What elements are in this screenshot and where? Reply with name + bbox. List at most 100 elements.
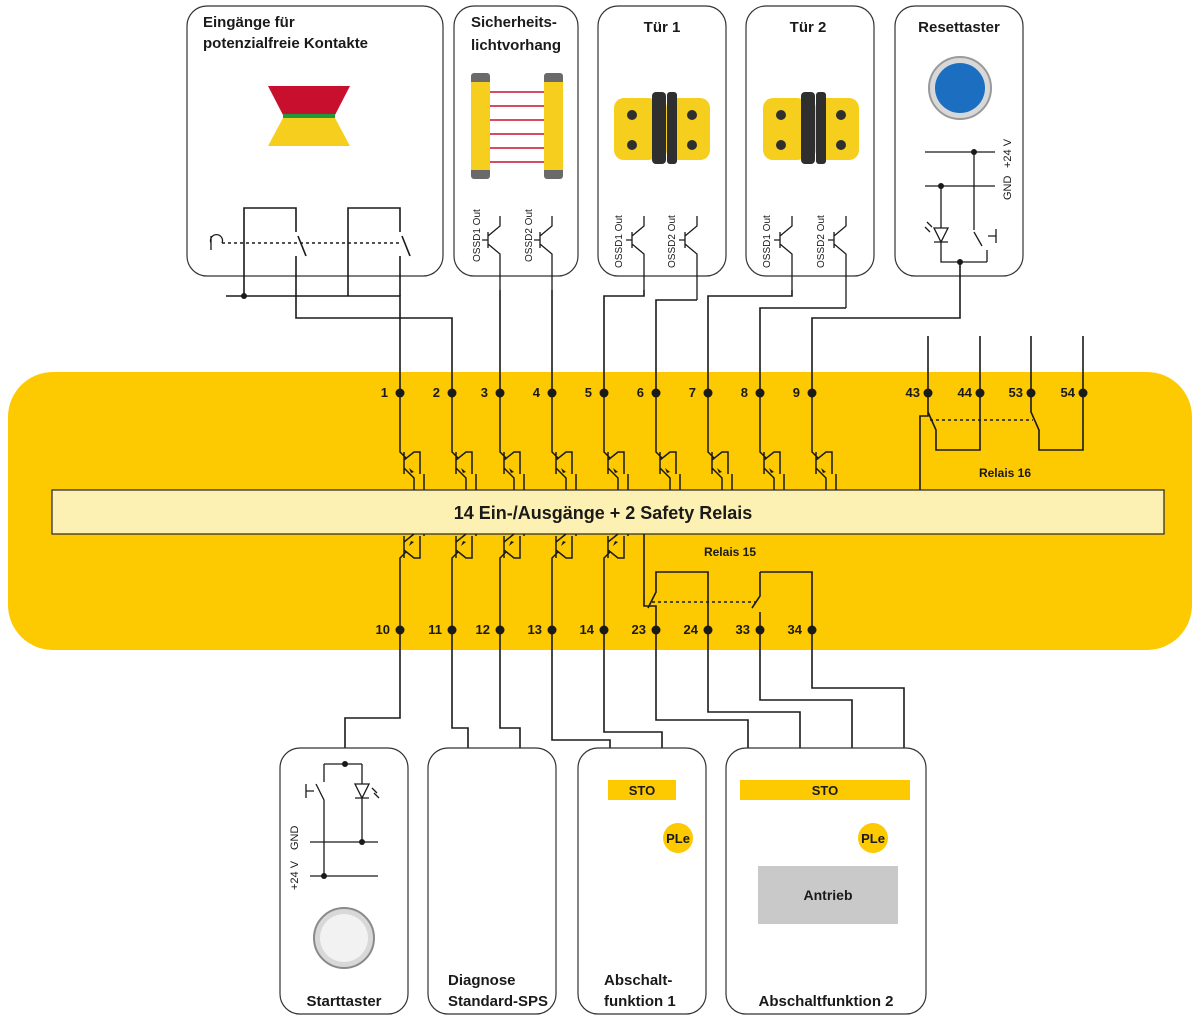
transistor-bottom-14-icon bbox=[603, 533, 629, 627]
svg-text:44: 44 bbox=[958, 385, 973, 400]
ple-label-2: PLe bbox=[861, 831, 885, 846]
svg-text:8: 8 bbox=[741, 385, 748, 400]
pin-53: 53 bbox=[1009, 385, 1036, 400]
pin-3: 3 bbox=[481, 385, 505, 400]
door-switch-icon bbox=[763, 92, 859, 164]
tuer2-title: Tür 2 bbox=[790, 19, 827, 36]
svg-text:4: 4 bbox=[533, 385, 541, 400]
svg-text:23: 23 bbox=[632, 622, 646, 637]
tuer1-ossd2-label: OSSD2 Out bbox=[667, 215, 678, 268]
lichtvorhang-title-line2: lichtvorhang bbox=[471, 37, 561, 54]
svg-text:34: 34 bbox=[788, 622, 803, 637]
reset-plus24v-label: +24 V bbox=[1002, 138, 1014, 168]
reset-gnd-label: GND bbox=[1002, 176, 1014, 201]
ple-label-1: PLe bbox=[666, 831, 690, 846]
device-starttaster: Starttaster GND +24 V bbox=[279, 747, 409, 1015]
eingaenge-title-line1: Eingänge für bbox=[203, 14, 295, 31]
svg-text:24: 24 bbox=[684, 622, 699, 637]
lichtvorhang-ossd2-label: OSSD2 Out bbox=[524, 209, 535, 262]
diagnose-title-line1: Diagnose bbox=[448, 972, 516, 989]
abschalt2-title: Abschaltfunktion 2 bbox=[758, 993, 893, 1010]
svg-text:10: 10 bbox=[376, 622, 390, 637]
svg-text:54: 54 bbox=[1061, 385, 1076, 400]
svg-text:6: 6 bbox=[637, 385, 644, 400]
svg-text:43: 43 bbox=[906, 385, 920, 400]
tuer1-transistors bbox=[626, 216, 698, 300]
pin-6: 6 bbox=[637, 385, 661, 400]
pin-9: 9 bbox=[793, 385, 817, 400]
svg-text:14: 14 bbox=[580, 622, 595, 637]
pin-54: 54 bbox=[1061, 385, 1088, 400]
sto-bar-1 bbox=[608, 780, 676, 800]
top-wiring bbox=[226, 256, 961, 390]
start-gnd-label: GND bbox=[289, 826, 301, 851]
tuer2-ossd2-label: OSSD2 Out bbox=[816, 215, 827, 268]
device-diagnose: Diagnose Standard-SPS bbox=[427, 747, 557, 1015]
svg-text:5: 5 bbox=[585, 385, 592, 400]
bottom-io-transistors bbox=[399, 533, 629, 627]
pin-5: 5 bbox=[585, 385, 609, 400]
lichtvorhang-title-line1: Sicherheits- bbox=[471, 14, 557, 31]
svg-text:11: 11 bbox=[428, 622, 442, 637]
svg-text:12: 12 bbox=[476, 622, 490, 637]
starttaster-title: Starttaster bbox=[306, 993, 381, 1010]
device-tuer1: Tür 1 OSSD1 Out OSSD2 Out bbox=[597, 5, 727, 300]
pin-43: 43 bbox=[906, 385, 933, 400]
ple-badge-1 bbox=[663, 823, 693, 853]
device-lichtvorhang: Sicherheits- lichtvorhang OSSD1 Out OSSD… bbox=[453, 5, 579, 290]
svg-text:13: 13 bbox=[528, 622, 542, 637]
light-curtain-icon bbox=[471, 73, 563, 179]
door-switch-icon bbox=[614, 92, 710, 164]
pin-7: 7 bbox=[689, 385, 713, 400]
eingaenge-title-line2: potenzialfreie Kontakte bbox=[203, 35, 368, 52]
reset-button-icon bbox=[928, 56, 992, 120]
resettaster-title: Resettaster bbox=[918, 19, 1000, 36]
device-tuer2: Tür 2 OSSD1 Out OSSD2 Out bbox=[745, 5, 875, 308]
diagnose-title-line2: Standard-SPS bbox=[448, 993, 548, 1010]
svg-text:1: 1 bbox=[381, 385, 388, 400]
start-button-icon bbox=[313, 907, 375, 969]
transistor-top-7-icon bbox=[707, 397, 733, 490]
svg-text:2: 2 bbox=[433, 385, 440, 400]
transistor-bottom-12-icon bbox=[499, 533, 525, 627]
module-title: 14 Ein-/Ausgänge + 2 Safety Relais bbox=[454, 503, 753, 523]
ple-badge-2 bbox=[858, 823, 888, 853]
svg-text:53: 53 bbox=[1009, 385, 1023, 400]
transistor-top-1-icon bbox=[399, 397, 425, 490]
module-title-bar bbox=[51, 489, 1165, 535]
lichtvorhang-ossd1-label: OSSD1 Out bbox=[472, 209, 483, 262]
transistor-bottom-13-icon bbox=[551, 533, 577, 627]
pin-8: 8 bbox=[741, 385, 765, 400]
device-eingaenge: Eingänge für potenzialfreie Kontakte bbox=[186, 5, 444, 296]
start-led-icon bbox=[353, 764, 380, 842]
tuer2-transistors bbox=[774, 216, 847, 308]
device-abschalt1: STO PLe Abschalt- funktion 1 bbox=[577, 747, 707, 1015]
svg-text:9: 9 bbox=[793, 385, 800, 400]
transistor-top-2-icon bbox=[451, 397, 477, 490]
device-resettaster: Resettaster +24 V GND bbox=[894, 5, 1024, 277]
svg-text:7: 7 bbox=[689, 385, 696, 400]
transistor-top-6-icon bbox=[655, 397, 681, 490]
relay16-wiring bbox=[919, 336, 1084, 490]
top-io-transistors bbox=[399, 397, 837, 490]
tuer2-ossd1-label: OSSD1 Out bbox=[762, 215, 773, 268]
start-plus24v-label: +24 V bbox=[289, 860, 301, 890]
relay15-wiring bbox=[643, 534, 813, 630]
pin-44: 44 bbox=[958, 385, 985, 400]
pin-1: 1 bbox=[381, 385, 405, 400]
transistor-bottom-10-icon bbox=[399, 533, 425, 627]
transistor-top-8-icon bbox=[759, 397, 785, 490]
tuer1-ossd1-label: OSSD1 Out bbox=[614, 215, 625, 268]
abschalt1-title-line2: funktion 1 bbox=[604, 993, 676, 1010]
sto-bar-2 bbox=[740, 780, 910, 800]
reset-led-icon bbox=[924, 186, 987, 263]
svg-text:33: 33 bbox=[736, 622, 750, 637]
emergency-stop-icon bbox=[268, 86, 350, 146]
pin-24: 24 bbox=[684, 622, 713, 637]
svg-text:3: 3 bbox=[481, 385, 488, 400]
ossd1-transistor-icon bbox=[482, 216, 501, 290]
reset-switch-icon bbox=[973, 152, 997, 262]
device-abschalt2: STO PLe Antrieb Abschaltfunktion 2 bbox=[725, 747, 927, 1015]
ossd2-transistor-icon bbox=[534, 216, 553, 290]
